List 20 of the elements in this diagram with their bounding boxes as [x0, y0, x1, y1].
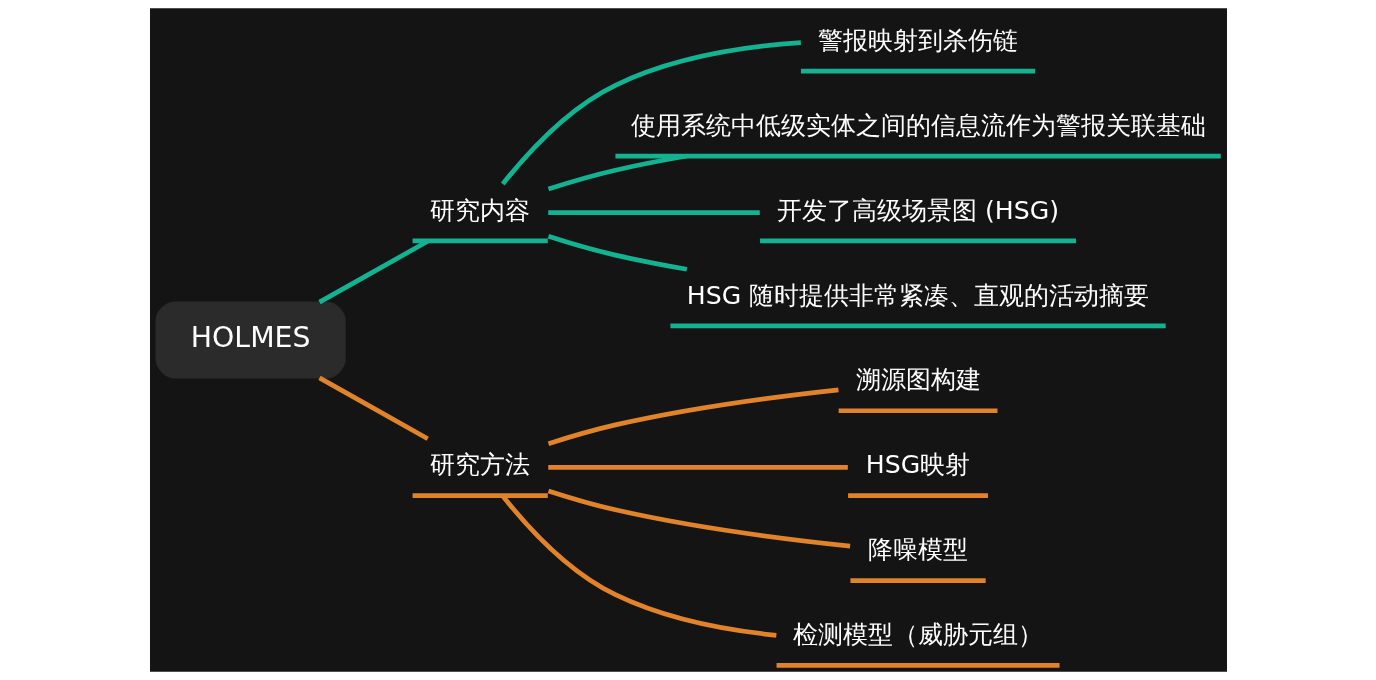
connector — [547, 488, 850, 549]
connector — [547, 153, 687, 192]
node-text: 研究内容 — [429, 195, 530, 225]
connector — [547, 465, 848, 470]
connector — [317, 375, 429, 441]
connector — [547, 387, 839, 446]
node-box: HOLMES — [155, 301, 346, 379]
node-text: 研究方法 — [429, 450, 530, 480]
node-text: 检测模型（威胁元组） — [792, 620, 1043, 650]
connector — [547, 210, 760, 215]
node-text: HSG映射 — [865, 450, 970, 480]
node-text: 溯源图构建 — [855, 365, 981, 395]
connector — [547, 234, 687, 272]
node-text: 降噪模型 — [867, 535, 968, 565]
node-text: 警报映射到杀伤链 — [817, 25, 1018, 55]
node-text: 使用系统中低级实体之间的信息流作为警报关联基础 — [630, 110, 1206, 140]
connector — [500, 40, 801, 186]
connector — [317, 239, 429, 305]
node-text: HSG 随时提供非常紧凑、直观的活动摘要 — [686, 280, 1149, 310]
node-text: 开发了高级场景图 (HSG) — [776, 195, 1059, 225]
